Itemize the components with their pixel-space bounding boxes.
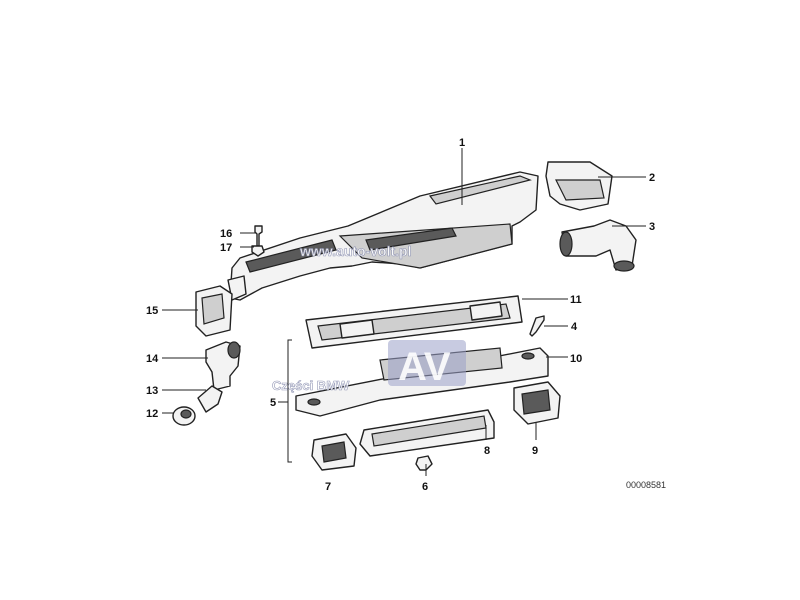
- long-vent-part: [359, 409, 495, 457]
- callout-13: 13: [146, 385, 158, 397]
- right-vent-part: [513, 381, 561, 440]
- screw-clip-parts: [240, 225, 265, 257]
- grommet-part: [162, 406, 196, 426]
- callout-16: 16: [220, 228, 232, 240]
- adapter-part: [162, 385, 223, 413]
- callout-12: 12: [146, 408, 158, 420]
- callout-4: 4: [571, 321, 578, 333]
- catalog-number: 00008581: [626, 480, 666, 490]
- callout-5: 5: [270, 397, 276, 409]
- callout-9: 9: [532, 445, 538, 457]
- callout-8: 8: [484, 445, 490, 457]
- callout-7: 7: [325, 481, 331, 493]
- callout-3: 3: [649, 221, 655, 233]
- callout-11: 11: [570, 294, 582, 306]
- side-vent-part: [162, 285, 233, 337]
- elbow-hose-part: [162, 341, 241, 391]
- callout-2: 2: [649, 172, 655, 184]
- callout-14: 14: [146, 353, 159, 365]
- fastener-part: [415, 455, 433, 476]
- assembly-bracket: [287, 339, 292, 463]
- svg-text:AV: AV: [398, 345, 451, 389]
- hose-connector-part: [559, 219, 646, 272]
- main-air-duct-part: [227, 148, 539, 301]
- watermark-url: www.auto-volt.pl: [299, 243, 411, 259]
- upper-right-duct-part: [545, 161, 646, 211]
- callout-10: 10: [570, 353, 582, 365]
- filter-frame-part: [305, 295, 568, 349]
- callout-1: 1: [459, 137, 465, 149]
- callout-17: 17: [220, 242, 232, 254]
- screw-part: [529, 315, 568, 337]
- callout-15: 15: [146, 305, 158, 317]
- callout-6: 6: [422, 481, 428, 493]
- watermark-brand: Części BMW: [272, 378, 350, 393]
- watermark-logo: AV: [388, 340, 466, 389]
- left-vent-part: [311, 433, 357, 471]
